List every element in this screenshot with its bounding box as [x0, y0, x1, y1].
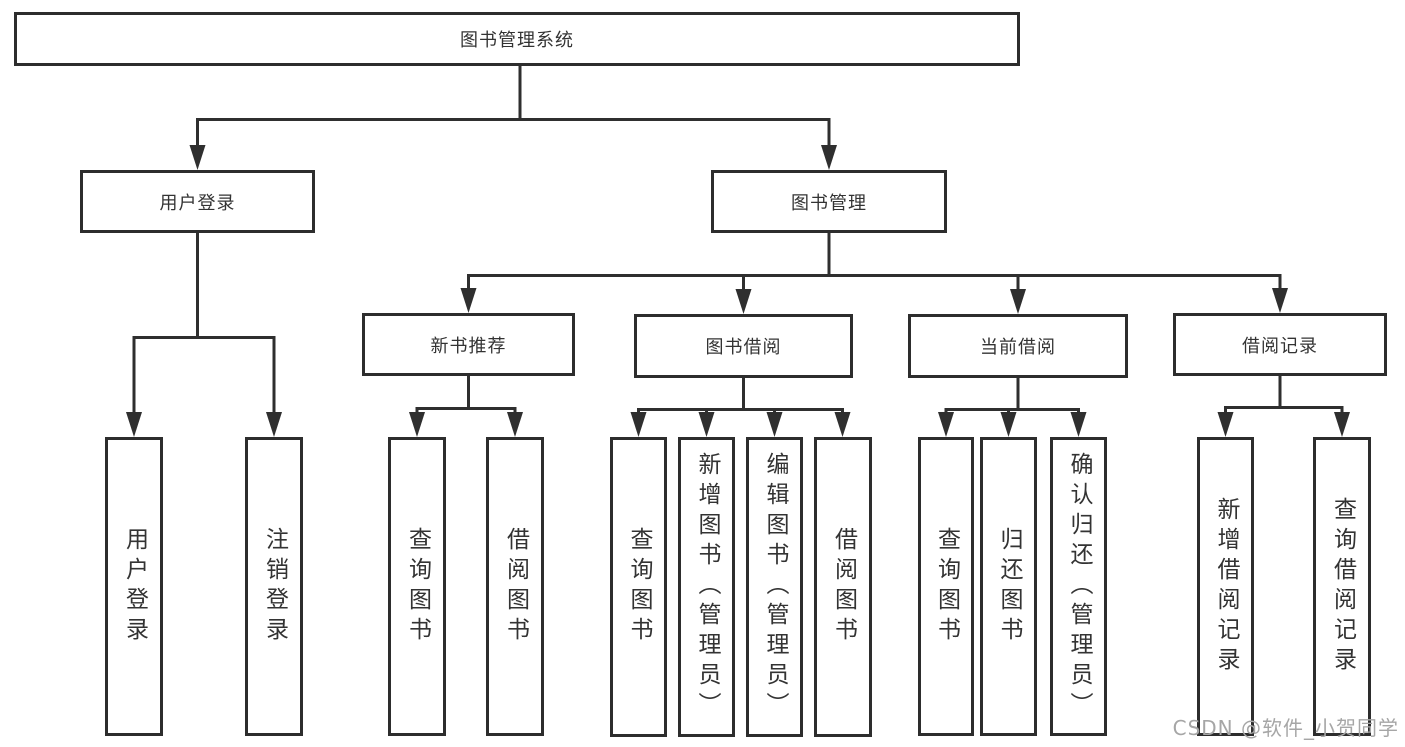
node-new-book-recommend-label: 新书推荐	[430, 335, 507, 357]
node-leaf-add-borrow-record-label: 新增借阅记录	[1213, 496, 1239, 677]
node-leaf-borrow-books: 借阅图书	[814, 437, 872, 737]
node-leaf-return-books-label: 归还图书	[996, 526, 1022, 647]
connector-borrow-to-children	[630, 378, 851, 437]
node-leaf-borrow-books-label: 借阅图书	[830, 527, 857, 647]
node-book-management-label: 图书管理	[791, 192, 867, 214]
node-book-management: 图书管理	[711, 170, 947, 233]
node-leaf-add-borrow-record: 新增借阅记录	[1197, 437, 1254, 736]
node-new-book-recommend: 新书推荐	[362, 313, 575, 376]
node-leaf-query-books-borrow: 查询图书	[610, 437, 667, 737]
node-borrow-record: 借阅记录	[1173, 313, 1387, 376]
node-leaf-query-books-current: 查询图书	[918, 437, 974, 736]
node-leaf-edit-books-admin-label: 编辑图书（管理员）	[762, 452, 788, 722]
connector-root-to-level2	[189, 66, 837, 170]
node-root: 图书管理系统	[14, 12, 1020, 66]
node-leaf-query-borrow-record: 查询借阅记录	[1313, 437, 1371, 736]
node-leaf-add-books-admin-label: 新增图书（管理员）	[694, 452, 720, 722]
node-book-borrow-label: 图书借阅	[705, 337, 782, 358]
node-leaf-user-login-label: 用户登录	[121, 526, 148, 647]
node-leaf-query-borrow-record-label: 查询借阅记录	[1329, 496, 1356, 677]
node-leaf-confirm-return-admin-label: 确认归还（管理员）	[1066, 451, 1092, 722]
node-root-label: 图书管理系统	[460, 30, 574, 51]
node-leaf-confirm-return-admin: 确认归还（管理员）	[1050, 437, 1107, 736]
node-leaf-borrow-books-recommend-label: 借阅图书	[502, 526, 529, 647]
connector-login-to-children	[126, 233, 282, 437]
node-user-login-label: 用户登录	[159, 192, 236, 214]
connector-record-to-children	[1217, 376, 1350, 437]
node-book-borrow: 图书借阅	[634, 314, 853, 378]
csdn-watermark: CSDN @软件_小贺同学	[1172, 716, 1399, 740]
node-current-borrow-label: 当前借阅	[980, 337, 1056, 358]
node-leaf-edit-books-admin: 编辑图书（管理员）	[746, 437, 803, 737]
node-leaf-add-books-admin: 新增图书（管理员）	[678, 437, 735, 737]
node-user-login: 用户登录	[80, 170, 315, 233]
node-leaf-query-books-borrow-label: 查询图书	[626, 527, 652, 647]
node-leaf-borrow-books-recommend: 借阅图书	[486, 437, 544, 736]
connector-current-to-children	[938, 378, 1087, 437]
node-current-borrow: 当前借阅	[908, 314, 1128, 378]
node-leaf-query-books-recommend-label: 查询图书	[404, 526, 431, 647]
node-leaf-query-books-recommend: 查询图书	[388, 437, 446, 736]
node-leaf-query-books-current-label: 查询图书	[933, 526, 960, 647]
connector-recommend-to-children	[409, 376, 523, 437]
node-leaf-return-books: 归还图书	[980, 437, 1037, 736]
node-leaf-user-login: 用户登录	[105, 437, 163, 736]
connector-management-to-level3	[460, 233, 1288, 314]
node-leaf-logout: 注销登录	[245, 437, 303, 736]
node-leaf-logout-label: 注销登录	[261, 526, 288, 647]
node-borrow-record-label: 借阅记录	[1242, 335, 1318, 357]
